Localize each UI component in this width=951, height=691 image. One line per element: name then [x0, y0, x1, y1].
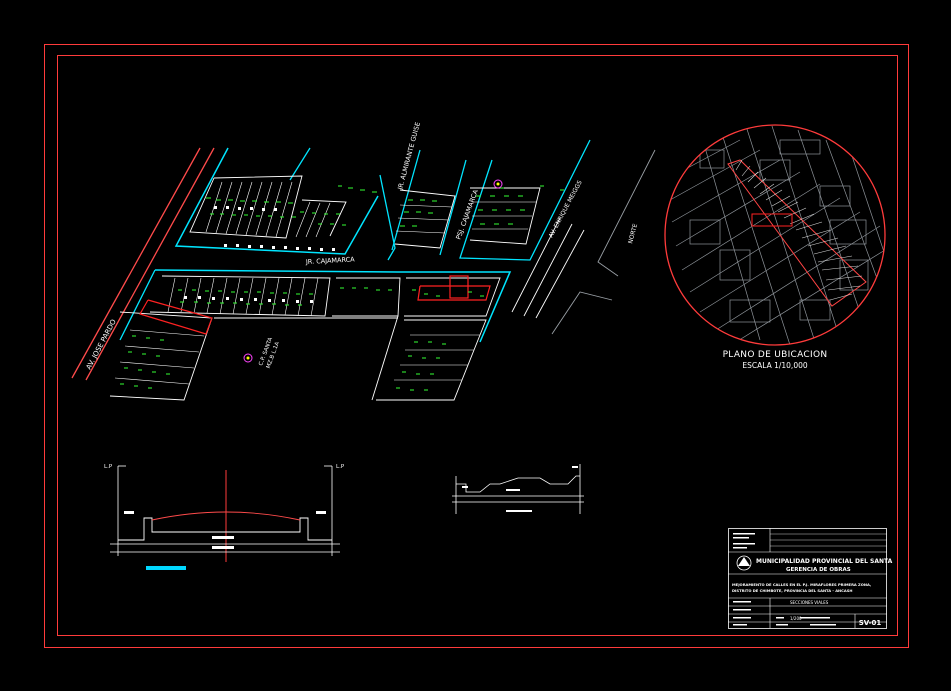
- title-block: MUNICIPALIDAD PROVINCIAL DEL SANTA GEREN…: [728, 528, 893, 629]
- section-left-marker-lp: L.P: [104, 464, 113, 470]
- title-block-drawing-name: SECCIONES VIALES: [790, 600, 829, 605]
- outer-frame: [44, 44, 909, 648]
- north-label: NORTE: [627, 223, 639, 245]
- title-block-sheet: SV-01: [859, 619, 882, 627]
- main-plan: AV. JOSE PARDO JR. ALMIRANTE GUISE JR. C…: [71, 121, 656, 401]
- location-plan: PLANO DE UBICACION ESCALA 1/10,000: [664, 124, 886, 370]
- title-block-org: MUNICIPALIDAD PROVINCIAL DEL SANTA: [756, 558, 893, 565]
- location-circle: [664, 124, 886, 346]
- marker-icon: [243, 353, 253, 363]
- title-block-dept: GERENCIA DE OBRAS: [786, 567, 851, 573]
- marker-icon: [493, 179, 503, 189]
- road-section-left: L.P L.P: [104, 464, 345, 570]
- title-block-project-line2: DISTRITO DE CHIMBOTE, PROVINCIA DEL SANT…: [732, 589, 852, 593]
- road-section-right: [452, 464, 584, 514]
- location-plan-scale: ESCALA 1/10,000: [742, 361, 808, 370]
- street-label-jr-cajamarca: JR. CAJAMARCA: [305, 255, 356, 266]
- location-plan-title: PLANO DE UBICACION: [723, 350, 828, 360]
- section-right-marker-lp: L.P: [336, 464, 345, 470]
- municipality-logo-icon: [736, 555, 752, 571]
- title-block-scale: 1/200: [790, 616, 802, 621]
- title-block-project-line1: MEJORAMIENTO DE CALLES EN EL P.J. MIRAFL…: [732, 583, 872, 587]
- inner-frame: [57, 55, 898, 636]
- street-label-psj-cajamarca: PSJ. CAJAMARCA: [454, 188, 480, 241]
- section-left-title-bar: [146, 566, 186, 570]
